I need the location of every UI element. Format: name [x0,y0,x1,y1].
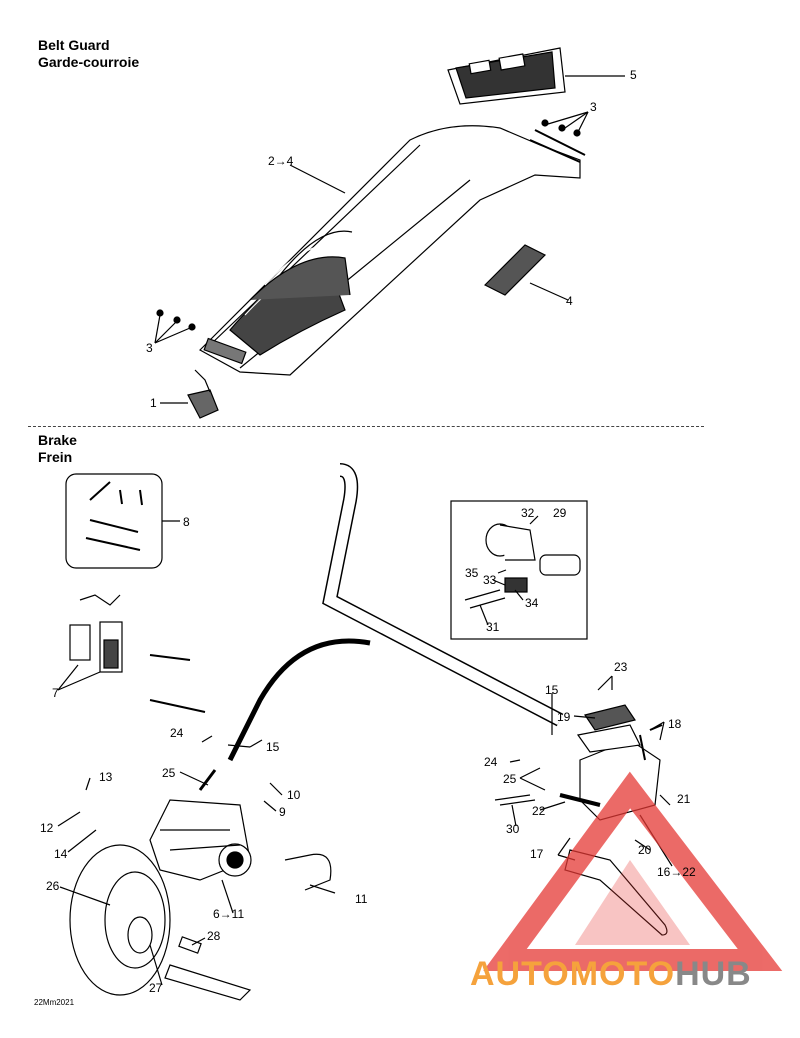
callout-12: 12 [40,821,54,835]
brake-title-fr: Frein [38,449,73,465]
brake-title-en: Brake [38,432,77,448]
callout-18: 18 [668,717,682,731]
callout-28: 28 [207,929,221,943]
callout-14: 14 [54,847,68,861]
brake-disc [69,844,171,996]
callout-16-22: 16→22 [657,865,696,879]
section-divider [28,426,704,427]
callout-9: 9 [279,805,286,819]
callout-7: 7 [52,686,59,700]
callout-15: 15 [266,740,280,754]
callout-35: 35 [465,566,479,580]
callout-32: 32 [521,506,535,520]
belt-guard-title: Belt Guard Garde-courroie [38,37,139,71]
watermark-logo [483,771,783,971]
callout-3: 3 [590,100,597,114]
callout-1: 1 [150,396,157,410]
callout-15: 15 [545,683,559,697]
callout-27: 27 [149,981,163,995]
callout-19: 19 [557,710,571,724]
watermark-part2: HUB [675,955,752,993]
brake-caliper [149,799,252,881]
callout-10: 10 [287,788,301,802]
callout-11: 11 [355,892,368,906]
callout-17: 17 [530,847,544,861]
callout-29: 29 [553,506,567,520]
brake-title: Brake Frein [38,432,77,466]
watermark-text: AUTOMOTOHUB [470,955,752,994]
callout-5: 5 [630,68,637,82]
belt-guard-title-en: Belt Guard [38,37,110,53]
drawing-code: 22Mm2021 [34,998,75,1007]
callout-24: 24 [170,726,184,740]
decal-part [447,47,566,105]
callout-3: 3 [146,341,153,355]
callout-13: 13 [99,770,113,784]
callout-26: 26 [46,879,60,893]
kit-box [65,473,163,569]
callout-33: 33 [483,573,497,587]
callout-6-11: 6→11 [213,907,245,921]
callout-30: 30 [506,822,520,836]
callout-2-4: 2→4 [268,154,294,168]
callout-25: 25 [503,772,517,786]
belt-guard-part [199,125,581,376]
callout-24: 24 [484,755,498,769]
callout-31: 31 [486,620,500,634]
callout-8: 8 [183,515,190,529]
belt-guard-title-fr: Garde-courroie [38,54,140,70]
callout-20: 20 [638,843,652,857]
callout-22: 22 [532,804,546,818]
callout-25: 25 [162,766,176,780]
callout-34: 34 [525,596,539,610]
callout-23: 23 [614,660,628,674]
callout-4: 4 [566,294,573,308]
watermark-part1: AUTOMOTO [470,955,676,993]
callout-21: 21 [677,792,691,806]
